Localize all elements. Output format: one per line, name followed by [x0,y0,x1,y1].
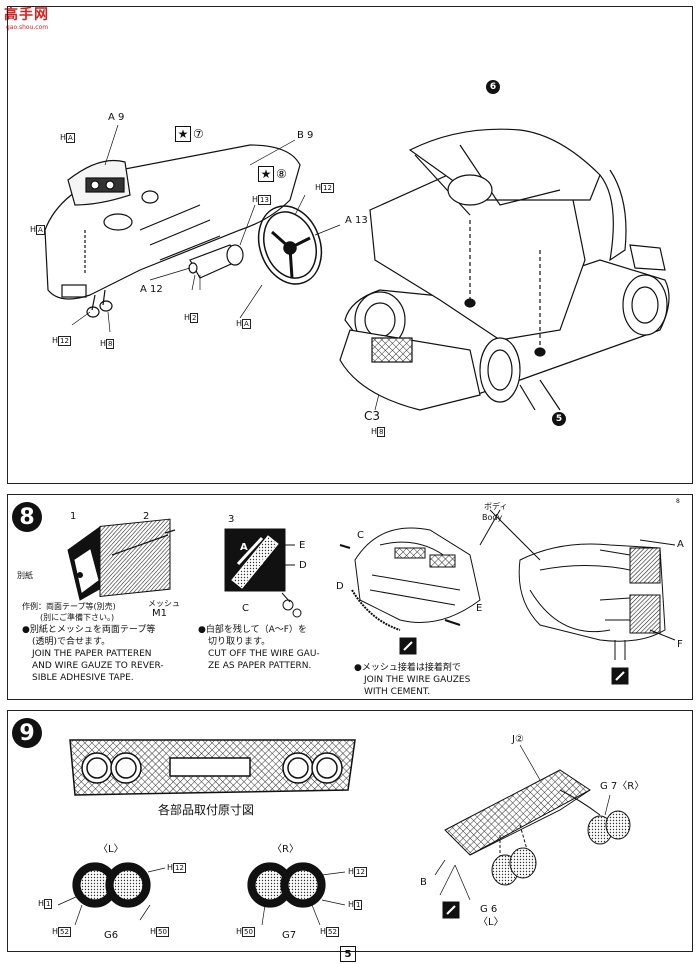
step9-left-group: 〈L〉 [98,844,124,855]
step9-g7: G7 [282,930,297,941]
step8-corner-mark: 8 [676,498,680,505]
label-a9: A 9 [108,112,125,123]
pattern-side-d: D [299,560,307,571]
callout-5: 5 [552,412,566,426]
pattern-label-c: C [242,603,249,614]
mesh-label-c: C [357,530,364,541]
step8-note3: ●メッシュ接着は接着剤で JOIN THE WIRE GAUZES WITH C… [354,663,471,697]
steering-wheel-drawing [257,205,323,285]
step7-leaders [71,124,386,411]
body-label-en: Body [482,513,503,522]
step8-mesh-label: メッシュ [148,599,180,608]
star-icon-7: ★ [175,126,191,142]
star-icon-8: ★ [258,166,274,182]
step8-sub2: 2 [143,511,150,522]
chassis-drawing [339,128,670,411]
logo-text: 高手网 [4,7,49,23]
label-g6l: G 6 [480,904,498,915]
page-number: 5 [340,946,356,962]
body-label-jp: ボディ [484,502,508,511]
mesh-label-e: E [476,603,483,614]
step8-m1: M1 [152,608,167,619]
step9-grille-drawing [69,739,356,796]
pattern-label-a: A [240,542,248,553]
label-a12: A 12 [140,284,163,295]
step8-panel [7,494,693,700]
site-logo: 高手网 gao.shou.com [4,4,84,34]
callout-6: 6 [486,80,500,94]
step8-note2: ●白部を残して（A〜F）を 切り取ります。 CUT OFF THE WIRE G… [198,625,320,671]
step9-assembly-drawing [434,744,631,919]
step8-body-drawing [339,527,481,655]
label-b: B [420,877,427,888]
step7-panel [7,6,693,484]
step9-caption: 各部品取付原寸図 [158,803,255,817]
step8-example-jp2: (別にご準備下さい。) [40,613,115,622]
pattern-side-e: E [299,540,306,551]
step8-number: 8 [12,502,42,532]
step8-note1: ●別紙とメッシュを両面テープ等 (透明)で合せます。 JOIN THE PAPE… [22,625,164,683]
rear-label-f: F [677,639,683,650]
label-g7r: G 7〈R〉 [600,781,645,792]
step8-bessi: 別紙 [17,571,33,580]
step9-panel [7,710,693,952]
dashboard-drawing [44,144,301,318]
label-j2: J② [512,734,524,745]
step9-lights-right [247,862,346,926]
label-b9: B 9 [297,130,314,141]
step9-g6: G6 [104,930,119,941]
step8-drawing [67,518,302,618]
label-c3: C3 [364,409,381,423]
label-a13: A 13 [345,215,368,226]
rear-label-a: A [677,539,684,550]
step8-rear-drawing [479,509,676,685]
key-switch-drawing [188,244,244,279]
step8-sub3: 3 [228,514,235,525]
star-num-7: ⑦ [193,127,204,141]
step8-sub1: 1 [70,511,77,522]
step9-number: 9 [12,718,42,748]
step8-example-jp: 作例：両面テープ等(別売) [22,602,116,611]
star-num-8: ⑧ [276,167,287,181]
label-g6l-side: 〈L〉 [478,917,504,928]
pattern-label-b: B [256,557,264,568]
step9-lights-left [57,862,166,926]
mesh-label-d: D [336,581,344,592]
logo-url: gao.shou.com [6,24,49,31]
step9-right-group: 〈R〉 [272,844,299,855]
